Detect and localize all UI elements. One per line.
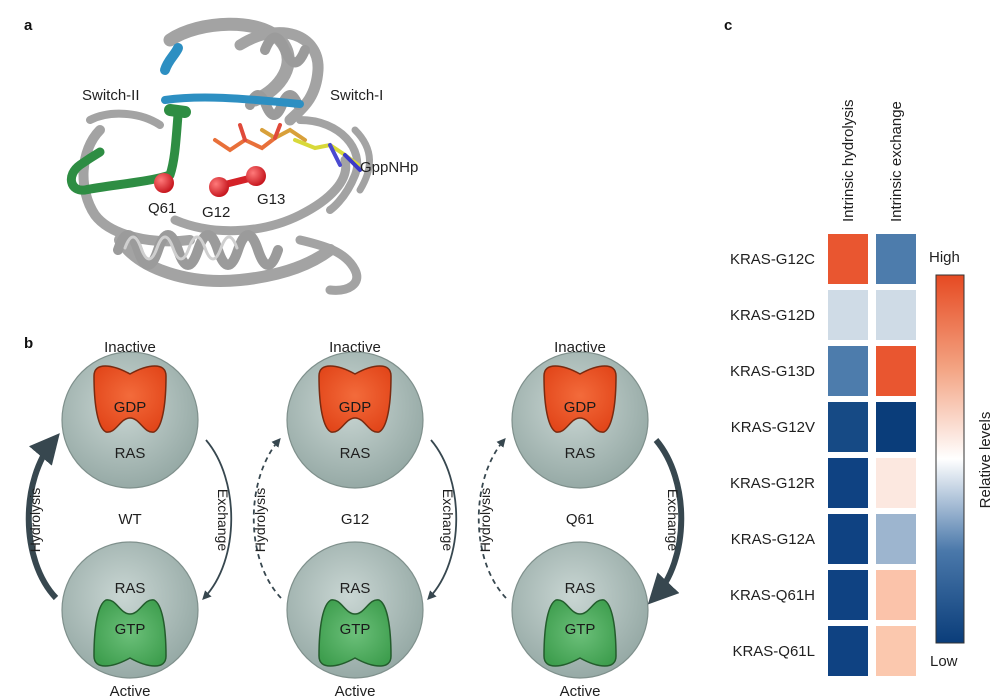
scale-title: Relative levels bbox=[977, 412, 994, 509]
heatmap-cell-hydrolysis bbox=[828, 346, 868, 396]
heatmap-cell-hydrolysis bbox=[828, 290, 868, 340]
ras-label-top: RAS bbox=[340, 445, 371, 462]
hydrolysis-arrow bbox=[252, 437, 282, 599]
heatmap-row-label: KRAS-Q61H bbox=[730, 587, 815, 604]
gdp-pocket bbox=[318, 365, 392, 433]
heatmap-cell-exchange bbox=[876, 290, 916, 340]
heatmap-cell-exchange bbox=[876, 402, 916, 452]
exchange-label: Exchange bbox=[215, 489, 231, 551]
heatmap-cell-exchange bbox=[876, 570, 916, 620]
scale-low-label: Low bbox=[930, 653, 958, 670]
hydrolysis-label: Hydrolysis bbox=[252, 488, 268, 553]
ras-inactive-circle bbox=[61, 351, 199, 489]
gtp-label: GTP bbox=[115, 621, 146, 638]
heatmap-cell-hydrolysis bbox=[828, 402, 868, 452]
exchange-arrow bbox=[647, 438, 685, 605]
ras-label-bottom: RAS bbox=[115, 580, 146, 597]
gtp-label: GTP bbox=[565, 621, 596, 638]
ras-label-top: RAS bbox=[115, 445, 146, 462]
heatmap-cell-exchange bbox=[876, 514, 916, 564]
hydrolysis-label: Hydrolysis bbox=[477, 488, 493, 553]
ras-inactive-circle bbox=[286, 351, 424, 489]
heatmap-cell-exchange bbox=[876, 458, 916, 508]
heatmap-row-label: KRAS-G12D bbox=[730, 307, 815, 324]
gtp-label: GTP bbox=[340, 621, 371, 638]
cycle-name-label: G12 bbox=[341, 511, 369, 528]
heatmap-cell-exchange bbox=[876, 234, 916, 284]
hydrolysis-arrow bbox=[25, 433, 60, 601]
gtp-pocket bbox=[93, 599, 167, 667]
inactive-label: Inactive bbox=[554, 339, 606, 356]
heatmap-row-label: KRAS-Q61L bbox=[732, 643, 815, 660]
q61-label: Q61 bbox=[148, 200, 176, 217]
cycle-name-label: Q61 bbox=[566, 511, 594, 528]
gdp-label: GDP bbox=[339, 399, 372, 416]
gtp-pocket bbox=[318, 599, 392, 667]
g12-label: G12 bbox=[202, 204, 230, 221]
heatmap-row-label: KRAS-G12C bbox=[730, 251, 815, 268]
heatmap-row-label: KRAS-G13D bbox=[730, 363, 815, 380]
heatmap-row-label: KRAS-G12A bbox=[731, 531, 815, 548]
ras-label-bottom: RAS bbox=[565, 580, 596, 597]
active-label: Active bbox=[110, 683, 151, 700]
heatmap-row-label: KRAS-G12R bbox=[730, 475, 815, 492]
heatmap-cell-hydrolysis bbox=[828, 570, 868, 620]
heatmap-cell-hydrolysis bbox=[828, 458, 868, 508]
ras-label-bottom: RAS bbox=[340, 580, 371, 597]
active-label: Active bbox=[560, 683, 601, 700]
gdp-label: GDP bbox=[564, 399, 597, 416]
inactive-label: Inactive bbox=[104, 339, 156, 356]
hydrolysis-arrow bbox=[477, 437, 507, 599]
gdp-pocket bbox=[93, 365, 167, 433]
heatmap-row-label: KRAS-G12V bbox=[731, 419, 815, 436]
gdp-label: GDP bbox=[114, 399, 147, 416]
cycle-name-label: WT bbox=[118, 511, 141, 528]
protein-structure bbox=[66, 17, 373, 295]
heatmap-cell-exchange bbox=[876, 346, 916, 396]
panel-label-a: a bbox=[24, 17, 33, 34]
q61-residue-marker bbox=[154, 173, 174, 193]
g12-residue-marker bbox=[209, 177, 229, 197]
heatmap-cell-hydrolysis bbox=[828, 626, 868, 676]
exchange-label: Exchange bbox=[440, 489, 456, 551]
ras-inactive-circle bbox=[511, 351, 649, 489]
exchange-arrow bbox=[202, 439, 233, 600]
heatmap-column-label: Intrinsic hydrolysis bbox=[840, 99, 857, 222]
heatmap-cell-exchange bbox=[876, 626, 916, 676]
heatmap-cell-hydrolysis bbox=[828, 234, 868, 284]
inactive-label: Inactive bbox=[329, 339, 381, 356]
gtp-pocket bbox=[543, 599, 617, 667]
heatmap-column-label: Intrinsic exchange bbox=[888, 101, 905, 222]
g13-label: G13 bbox=[257, 191, 285, 208]
hydrolysis-label: Hydrolysis bbox=[27, 488, 43, 553]
ras-label-top: RAS bbox=[565, 445, 596, 462]
heatmap: Intrinsic hydrolysis Intrinsic exchangeKR… bbox=[730, 99, 916, 676]
switch-i-label: Switch-I bbox=[330, 87, 383, 104]
heatmap-cell-hydrolysis bbox=[828, 514, 868, 564]
color-scale-bar bbox=[935, 274, 965, 644]
panel-label-b: b bbox=[24, 335, 33, 352]
exchange-arrow bbox=[427, 439, 458, 600]
g13-residue-marker bbox=[246, 166, 266, 186]
panel-label-c: c bbox=[724, 17, 732, 34]
switch-ii-label: Switch-II bbox=[82, 87, 140, 104]
scale-high-label: High bbox=[929, 249, 960, 266]
active-label: Active bbox=[335, 683, 376, 700]
exchange-label: Exchange bbox=[665, 489, 681, 551]
gdp-pocket bbox=[543, 365, 617, 433]
gppnhp-label: GppNHp bbox=[360, 159, 418, 176]
